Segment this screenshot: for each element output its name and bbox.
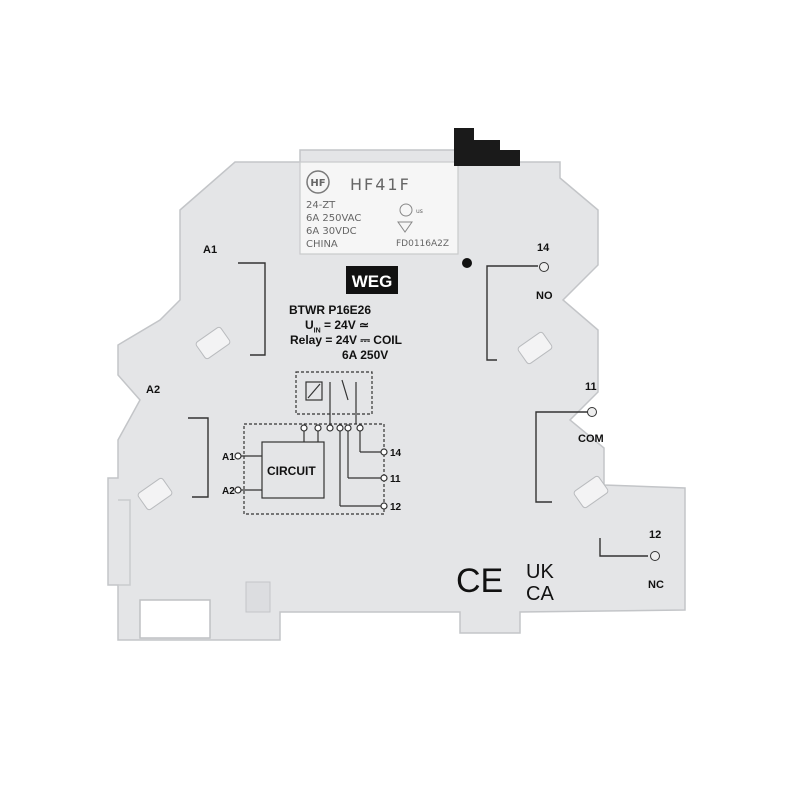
terminal-label-11: 11 <box>585 381 597 393</box>
din-slot <box>139 599 211 639</box>
input-voltage-label: UIN = 24V ≃ <box>305 318 370 335</box>
ul-mark-icon: us <box>399 203 423 217</box>
terminal-label-12: 12 <box>649 529 662 541</box>
relay-origin: CHINA <box>306 239 338 250</box>
screw-slot-left-top <box>195 326 231 360</box>
svg-text:us: us <box>416 208 423 215</box>
terminal-screw-14 <box>539 262 549 272</box>
relay-coil-rating: Relay = 24V ⎓ COIL <box>290 333 402 347</box>
relay-ac-rating: 6A 250VAC <box>306 213 361 224</box>
weg-logo: WEG <box>346 266 398 294</box>
terminal-label-no: NO <box>536 290 553 302</box>
screw-slot-right-bottom <box>573 475 609 509</box>
relay-dc-rating: 6A 30VDC <box>306 226 357 237</box>
ukca-mark-icon: UK CA <box>526 561 554 605</box>
terminal-label-a1: A1 <box>203 244 218 256</box>
vde-mark-icon <box>397 221 413 233</box>
terminal-label-nc: NC <box>648 579 664 591</box>
svg-text:UK: UK <box>526 561 554 583</box>
diagram-a2-label: A2 <box>222 486 235 497</box>
terminal-screw-11 <box>587 407 597 417</box>
diagram-terminals <box>234 424 388 510</box>
terminal-label-a2: A2 <box>146 384 161 396</box>
svg-text:CE: CE <box>456 562 503 600</box>
diagram-12-label: 12 <box>390 502 402 513</box>
svg-text:CA: CA <box>526 583 554 605</box>
svg-text:WEG: WEG <box>352 272 393 291</box>
relay-model: HF41F <box>350 175 411 194</box>
terminal-screw-12 <box>650 551 660 561</box>
hf-logo <box>306 170 330 194</box>
relay-type: 24-ZT <box>306 200 336 211</box>
screw-slot-left-bottom <box>137 477 173 511</box>
svg-text:HF: HF <box>310 178 325 189</box>
ce-mark-icon: CE <box>456 562 503 600</box>
relay-cert-code: FD0116A2Z <box>396 239 449 249</box>
product-code: BTWR P16E26 <box>289 303 372 317</box>
diagram-11-label: 11 <box>390 474 401 485</box>
terminal-label-14: 14 <box>537 242 550 254</box>
relay-latch <box>454 128 520 166</box>
diagram-14-label: 14 <box>390 448 402 459</box>
diagram-circuit-label: CIRCUIT <box>267 464 316 478</box>
diagram-a1-label: A1 <box>222 452 235 463</box>
relay-body <box>299 161 459 255</box>
module-housing <box>107 149 686 641</box>
terminal-label-com: COM <box>578 433 604 445</box>
screw-slot-right-top <box>517 331 553 365</box>
contact-rating: 6A 250V <box>342 348 389 362</box>
status-led <box>462 258 472 268</box>
wiring-diagram <box>238 371 385 515</box>
